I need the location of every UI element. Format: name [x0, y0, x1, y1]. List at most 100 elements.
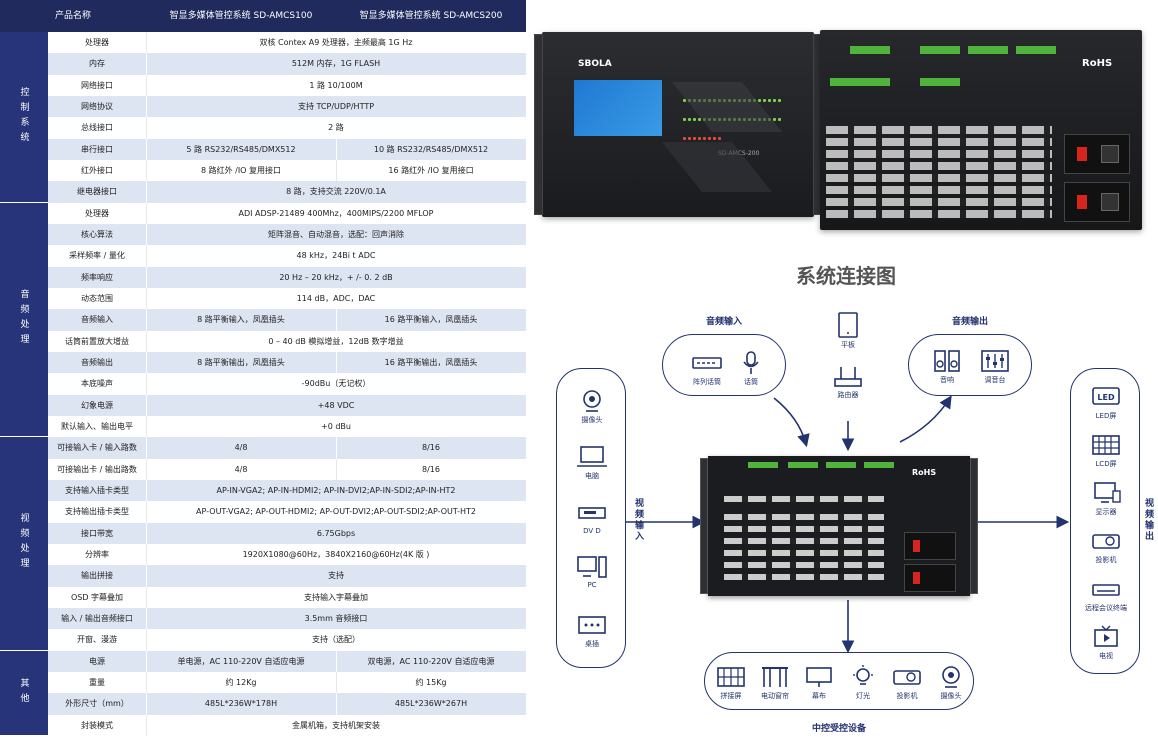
row-label: 支持输入插卡类型 — [65, 486, 129, 496]
array-mic-icon — [692, 357, 722, 369]
audio-output-group: 音响 调音台 — [908, 334, 1032, 396]
product-photo: SBOLA SD-AMCS-200 RoHS — [534, 24, 1148, 238]
camera-ctrl-label: 摄像头 — [940, 692, 962, 700]
row-value-model-a: 485L*236W*178H — [204, 699, 278, 709]
front-display-screen — [574, 80, 662, 136]
desktop-pc-icon — [577, 556, 607, 578]
row-value: 支持 — [328, 571, 344, 581]
table-row: 电源单电源，AC 110-220V 自适应电源双电源，AC 110-220V 自… — [48, 650, 526, 672]
row-value: 支持输入字幕叠加 — [304, 592, 368, 602]
spec-group-4: 其他 — [0, 650, 48, 735]
spec-group-label: 音频处理 — [18, 289, 29, 350]
curtain-icon — [762, 667, 788, 687]
video-input-caption: 视频输入 — [633, 498, 643, 542]
rohs-mark: RoHS — [1082, 58, 1113, 69]
mixer-label: 调音台 — [984, 376, 1006, 384]
laptop-device: 电脑 — [562, 445, 622, 481]
row-value-model-b: 16 路红外 /IO 复用接口 — [388, 166, 474, 176]
row-value: 1920X1080@60Hz，3840X2160@60Hz(4K 版 ) — [242, 550, 430, 560]
row-value: 支持 TCP/UDP/HTTP — [297, 102, 375, 112]
row-value-model-a: 8 路红外 /IO 复用接口 — [200, 166, 282, 176]
mic-device: 话筒 — [721, 351, 781, 387]
light-bulb-icon — [853, 665, 873, 685]
controller-rear-unit: RoHS — [820, 30, 1142, 230]
row-label: 可接输入卡 / 输入路数 — [57, 443, 137, 453]
spec-group-1: 控制系统 — [0, 32, 48, 202]
row-label: 重量 — [89, 678, 105, 688]
row-label: 网络协议 — [81, 102, 113, 112]
spec-group-label: 视频处理 — [18, 513, 29, 574]
table-row: 采样频率 / 量化 48 kHz，24Bi t ADC — [48, 245, 526, 267]
row-value-model-b: 10 路 RS232/RS485/DMX512 — [373, 144, 489, 154]
monitor-icon — [1094, 482, 1121, 503]
table-row: OSD 字幕叠加支持输入字幕叠加 — [48, 586, 526, 608]
row-label: 红外接口 — [81, 166, 113, 176]
row-value: 金属机箱，支持机架安装 — [292, 720, 380, 730]
controller-front-unit: SBOLA SD-AMCS-200 — [534, 32, 822, 217]
desk-socket-device: 桌插 — [562, 613, 622, 649]
power-supply-2 — [1064, 182, 1130, 222]
screen-device: 幕布 — [797, 665, 841, 701]
router-label: 路由器 — [837, 391, 859, 399]
row-label: 音频输入 — [81, 315, 113, 325]
row-value: 2 路 — [328, 123, 344, 133]
camera-in-label: 摄像头 — [581, 416, 603, 424]
row-label: 核心算法 — [81, 230, 113, 240]
array-mic-device: 阵列话筒 — [677, 351, 737, 387]
row-value: 3.5mm 音频接口 — [304, 614, 368, 624]
row-value: 20 Hz – 20 kHz，+ /- 0. 2 dB — [279, 272, 393, 282]
header-product-name: 产品名称 — [54, 11, 91, 21]
tablet-label: 平板 — [841, 341, 855, 349]
spec-group-3: 视频处理 — [0, 437, 48, 650]
webcam-icon — [583, 390, 601, 412]
led-screen-label: LED屏 — [1095, 412, 1117, 420]
row-value: AP-OUT-VGA2; AP-OUT-HDMI2; AP-OUT-DVI2;A… — [196, 507, 476, 517]
screen-label: 幕布 — [812, 692, 826, 700]
array-mic-label: 阵列话筒 — [693, 378, 721, 386]
table-row: 封装模式金属机箱，支持机架安装 — [48, 714, 526, 736]
row-label: 话筒前置放大增益 — [65, 336, 129, 346]
curtain-label: 电动窗帘 — [761, 692, 789, 700]
row-value-model-b: 约 15Kg — [415, 678, 447, 688]
row-value-model-a: 单电源，AC 110-220V 自适应电源 — [177, 656, 305, 666]
splice-screen-icon — [717, 667, 745, 687]
row-value: 48 kHz，24Bi t ADC — [296, 251, 376, 261]
row-label: 音频输出 — [81, 358, 113, 368]
projection-screen-icon — [806, 667, 832, 687]
row-label: 采样频率 / 量化 — [69, 251, 125, 261]
speaker-device: 音响 — [917, 349, 977, 385]
video-output-group: LED LED屏 LCD屏 显示器 投影机 远程会议终端 电视 — [1070, 368, 1140, 674]
projector-ctrl-label: 投影机 — [896, 692, 918, 700]
table-row: 输出拼接支持 — [48, 565, 526, 587]
microphone-icon — [743, 351, 759, 374]
header-model-a: 智显多媒体管控系统 SD-AMCS100 — [169, 11, 313, 21]
dvd-icon — [578, 507, 606, 519]
row-value-model-a: 5 路 RS232/RS485/DMX512 — [186, 144, 296, 154]
dvd-device: DV D — [562, 501, 622, 535]
speaker-icon — [934, 350, 960, 372]
tv-icon — [1094, 625, 1118, 647]
spec-group-label: 其他 — [18, 677, 29, 708]
row-label: 处理器 — [85, 38, 109, 48]
lcd-screen-device: LCD屏 — [1076, 433, 1136, 469]
row-value: AP-IN-VGA2; AP-IN-HDMI2; AP-IN-DVI2;AP-I… — [216, 486, 456, 496]
table-row: 红外接口 8 路红外 /IO 复用接口 16 路红外 /IO 复用接口 — [48, 159, 526, 182]
table-row: 幻象电源+48 VDC — [48, 394, 526, 416]
monitor-device: 显示器 — [1076, 481, 1136, 517]
row-value: 双核 Contex A9 处理器，主频最高 1G Hz — [259, 38, 413, 48]
projector-out-label: 投影机 — [1095, 556, 1117, 564]
row-label: 电源 — [89, 656, 105, 666]
row-value-model-a: 8 路平衡输入，凤凰插头 — [197, 315, 285, 325]
splice-screen-label: 拼接屏 — [720, 692, 742, 700]
